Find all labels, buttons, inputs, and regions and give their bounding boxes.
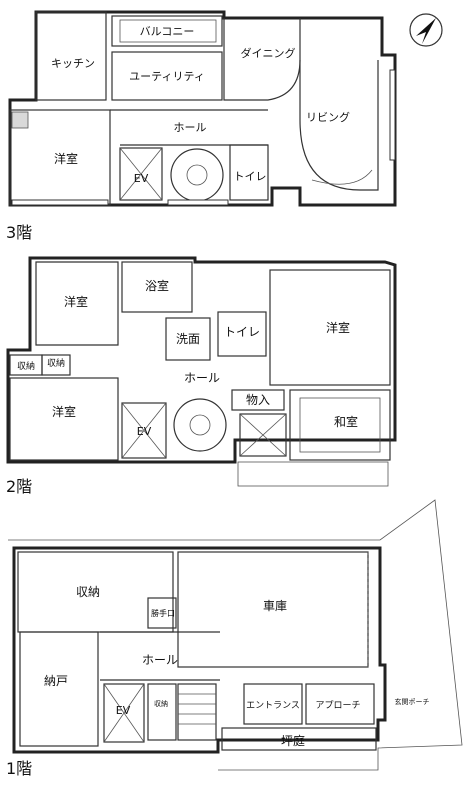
- label-toilet-3f: トイレ: [234, 170, 267, 183]
- label-ev-1f: EV: [116, 704, 131, 717]
- floor-3: キッチン バルコニー ユーティリティ ダイニング ホール リビング 洋室 EV …: [6, 10, 397, 242]
- label-balcony: バルコニー: [140, 25, 195, 38]
- label-closet: 物入: [246, 393, 270, 407]
- toilet-2f: [217, 311, 267, 357]
- site-boundary: [8, 499, 463, 771]
- label-storage-1f: 収納: [76, 585, 100, 599]
- kitchen-door-area: [147, 597, 177, 629]
- washroom: [165, 317, 211, 361]
- closet-2f: [231, 389, 285, 411]
- floor-2-outline: [6, 256, 397, 464]
- label-washroom: 洗面: [176, 332, 200, 346]
- label-hall-2f: ホール: [184, 371, 220, 385]
- toilet-3f: [229, 144, 269, 201]
- label-storage-2f: 収納: [17, 360, 35, 372]
- label-entrance: エントランス: [246, 700, 300, 711]
- label-western-2f-c: 洋室: [52, 404, 76, 419]
- floor-1-outline: [12, 546, 387, 754]
- bath-room: [121, 261, 193, 313]
- label-nando: 納戸: [44, 674, 68, 688]
- floor-3-label: 3階: [6, 223, 32, 242]
- label-toilet-2f: トイレ: [224, 325, 260, 339]
- western-room-2f-a: [35, 261, 119, 346]
- floor-1: 収納 勝手口 車庫 ホール 納戸 EV 収納 エントランス アプローチ 玄関ポー…: [6, 499, 463, 778]
- label-hall-3f: ホール: [174, 121, 207, 134]
- western-room-2f-c: [9, 377, 119, 461]
- ev-shaft-3f: [119, 147, 163, 201]
- utility-room: [111, 51, 223, 101]
- storage-small-1f: [147, 683, 177, 741]
- stair-1f: [177, 683, 217, 741]
- label-kitchen: キッチン: [51, 57, 95, 70]
- balcony-room: [111, 15, 223, 47]
- label-bath: 浴室: [145, 278, 169, 293]
- label-storage-small-1f: 収納: [154, 699, 168, 708]
- ev-shaft-2f: [121, 402, 167, 459]
- entrance: [243, 683, 303, 725]
- label-garden: 坪庭: [281, 733, 305, 748]
- western-room-2f-b: [269, 269, 391, 386]
- japanese-room: [289, 389, 391, 461]
- label-living: リビング: [306, 110, 350, 124]
- label-storage-small-2f: 収納: [47, 357, 65, 369]
- label-western-2f-b: 洋室: [326, 320, 350, 335]
- label-hall-1f: ホール: [142, 653, 178, 667]
- kitchen-room: [35, 11, 107, 101]
- storage-small-2f: [41, 354, 71, 376]
- label-western-2f-a: 洋室: [64, 294, 88, 309]
- label-kitchen-door: 勝手口: [151, 608, 175, 618]
- floor-2-label: 2階: [6, 477, 32, 496]
- label-porch: 玄関ポーチ: [395, 697, 430, 706]
- spiral-stair-2f: [173, 398, 227, 452]
- label-western-3f: 洋室: [54, 151, 78, 166]
- spiral-stair-3f: [170, 148, 224, 202]
- label-dining: ダイニング: [241, 46, 296, 60]
- label-japanese-room: 和室: [334, 414, 358, 429]
- label-utility: ユーティリティ: [129, 70, 205, 83]
- garage: [177, 551, 369, 668]
- garden: [221, 727, 377, 751]
- floor-2: 洋室 浴室 洗面 トイレ 洋室 収納 収納 ホール 洋室 EV 物入 和室 2階: [6, 256, 397, 496]
- floor-1-label: 1階: [6, 759, 32, 778]
- nando-room: [19, 631, 99, 747]
- approach: [305, 683, 375, 725]
- label-garage: 車庫: [263, 599, 287, 613]
- label-ev-2f: EV: [137, 425, 152, 438]
- north-arrow-icon: [409, 13, 443, 47]
- floor-3-outline: [8, 10, 397, 207]
- label-ev-3f: EV: [134, 172, 149, 185]
- label-approach: アプローチ: [315, 700, 360, 711]
- ev-shaft-1f: [103, 683, 145, 743]
